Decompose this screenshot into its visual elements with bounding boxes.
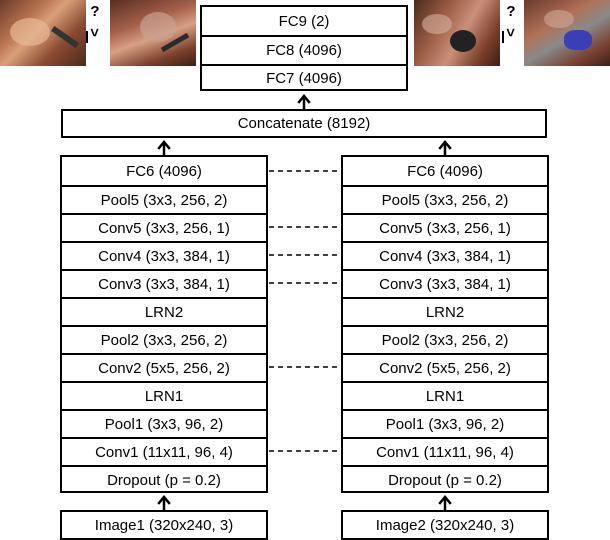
concatenate-layer: Concatenate (8192) [61, 109, 547, 138]
left-layer-conv3: Conv3 (3x3, 384, 1) [62, 269, 266, 297]
right-layer-conv1: Conv1 (11x11, 96, 4) [343, 437, 547, 465]
right-layer-fc6: FC6 (4096) [407, 162, 483, 180]
left-layer-dropout: Dropout (p = 0.2) [62, 465, 266, 493]
left-layer-conv1: Conv1 (11x11, 96, 4) [62, 437, 266, 465]
right-layer-lrn1: LRN1 [343, 381, 547, 409]
surgical-frame-thumbnail-1 [0, 0, 86, 66]
fc8-layer: FC8 (4096) [202, 35, 406, 64]
left-layer-pool2: Pool2 (3x3, 256, 2) [62, 325, 266, 353]
image2-input: Image2 (320x240, 3) [341, 510, 549, 540]
right-layer-dropout: Dropout (p = 0.2) [343, 465, 547, 493]
fc9-layer: FC9 (2) [278, 12, 330, 30]
fc7-layer: FC7 (4096) [202, 64, 406, 91]
surgical-frame-thumbnail-3 [414, 0, 500, 66]
left-layer-conv2: Conv2 (5x5, 256, 2) [62, 353, 266, 381]
right-layer-pool5: Pool5 (3x3, 256, 2) [343, 185, 547, 213]
left-layer-fc6: FC6 (4096) [126, 162, 202, 180]
right-tower-stack: FC6 (4096) Pool5 (3x3, 256, 2)Conv5 (3x3,… [341, 155, 549, 493]
left-layer-conv5: Conv5 (3x3, 256, 1) [62, 213, 266, 241]
right-layer-conv2: Conv2 (5x5, 256, 2) [343, 353, 547, 381]
right-layer-pool2: Pool2 (3x3, 256, 2) [343, 325, 547, 353]
right-layer-conv3: Conv3 (3x3, 384, 1) [343, 269, 547, 297]
right-layer-conv5: Conv5 (3x3, 256, 1) [343, 213, 547, 241]
left-tower-stack: FC6 (4096) Pool5 (3x3, 256, 2)Conv5 (3x3,… [60, 155, 268, 493]
left-layer-lrn2: LRN2 [62, 297, 266, 325]
right-layer-pool1: Pool1 (3x3, 96, 2) [343, 409, 547, 437]
surgical-frame-thumbnail-4 [524, 0, 610, 66]
left-layer-conv4: Conv4 (3x3, 384, 1) [62, 241, 266, 269]
right-layer-lrn2: LRN2 [343, 297, 547, 325]
left-layer-lrn1: LRN1 [62, 381, 266, 409]
fc-head-stack: FC9 (2) FC8 (4096) FC7 (4096) [200, 5, 408, 91]
right-layer-conv4: Conv4 (3x3, 384, 1) [343, 241, 547, 269]
surgical-frame-thumbnail-2 [110, 0, 196, 66]
comparison-marker-left: ? < [86, 4, 104, 43]
left-layer-pool1: Pool1 (3x3, 96, 2) [62, 409, 266, 437]
image1-input: Image1 (320x240, 3) [60, 510, 268, 540]
left-layer-pool5: Pool5 (3x3, 256, 2) [62, 185, 266, 213]
comparison-marker-right: ? < [502, 4, 520, 43]
